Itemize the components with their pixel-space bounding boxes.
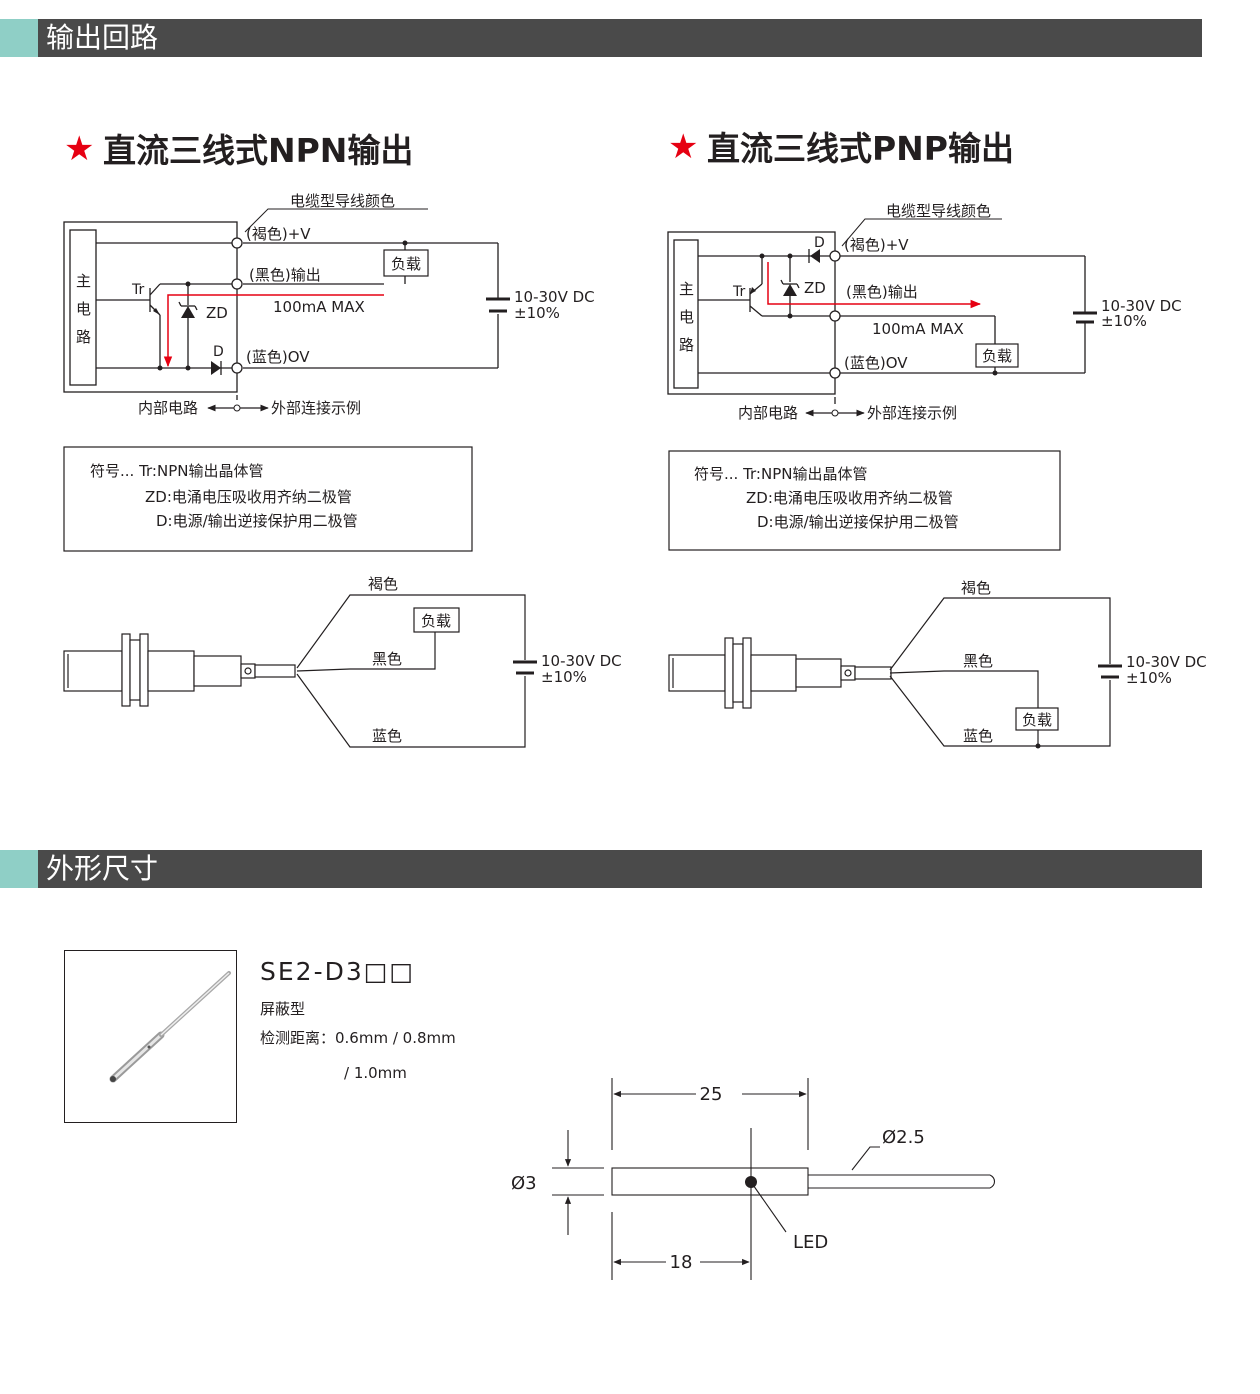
npn-current-arrow [163,294,384,368]
npn-tr-label: Tr [131,282,144,298]
pnp-brown-label: (褐色)+V [844,236,909,254]
pnp-cable-colors: 电缆型导线颜色 [886,202,991,220]
npn-wiring-brown: 褐色 [368,575,398,593]
pnp-main-2: 电 [679,308,694,326]
pnp-main-3: 路 [679,336,694,354]
pnp-wiring-load-box [1015,707,1059,731]
pnp-symbols [750,249,998,379]
product-distance-cont: / 1.0mm [344,1064,407,1082]
section-band [38,19,1202,57]
dimension-drawing [552,1078,996,1280]
section-accent [0,19,38,57]
product-model: SE2-D3□□ [260,957,415,986]
npn-sensor-drawing [63,633,296,707]
pnp-blue-label: (蓝色)OV [844,354,908,372]
pnp-label-leader [841,218,1002,247]
npn-wiring-tolerance: ±10% [541,668,587,686]
section-band [38,850,1202,888]
sensor-photo [109,971,231,1083]
pnp-tolerance: ±10% [1101,312,1147,330]
pnp-max-current: 100mA MAX [872,320,964,338]
section-title: 外形尺寸 [46,852,159,885]
npn-wiring-load-box [413,607,460,633]
npn-boundary-dot [233,404,241,412]
npn-main-3: 路 [76,328,91,346]
pnp-wiring-brown: 褐色 [961,579,991,597]
npn-internal-label: 内部电路 [138,399,198,417]
npn-brown-label: (褐色)+V [246,225,311,243]
npn-external-label: 外部连接示例 [271,399,361,417]
npn-d-label: D [213,344,224,360]
npn-wiring-supply: 10-30V DC [541,652,622,670]
dim-led-pos: 18 [670,1252,693,1273]
npn-load-label: 负载 [391,255,421,273]
pnp-title: 直流三线式PNP输出 [707,129,1014,168]
npn-supply: 10-30V DC [514,288,595,306]
pnp-boundary-dot [831,409,839,417]
npn-label-leader [244,208,428,233]
npn-tolerance: ±10% [514,304,560,322]
pnp-wiring-tolerance: ±10% [1126,669,1172,687]
pnp-wiring-black: 黑色 [963,652,993,670]
section-header-dimensions: 外形尺寸 [0,850,1202,888]
pnp-legend-box [668,450,1061,551]
pnp-internal-label: 内部电路 [738,404,798,422]
npn-load-box [383,249,429,277]
pnp-wiring-lines [889,597,1122,747]
npn-title: 直流三线式NPN输出 [103,131,413,170]
product-thumbnail [64,950,237,1123]
pnp-zd-label: ZD [804,279,826,297]
pnp-circuit [667,231,1097,404]
npn-circuit [63,221,510,400]
pnp-current-arrow [767,262,982,309]
star-icon: ★ [64,129,94,169]
npn-wiring-black: 黑色 [372,650,402,668]
npn-max-current: 100mA MAX [273,298,365,316]
npn-black-label: (黑色)输出 [249,266,321,284]
npn-cable-colors: 电缆型导线颜色 [290,192,395,210]
product-distance: 检测距离：0.6mm / 0.8mm [260,1029,456,1047]
pnp-wiring-load: 负载 [1022,711,1052,729]
star-icon: ★ [668,127,698,167]
npn-legend-box [63,446,473,552]
legend-zd: ZD:电涌电压吸收用齐纳二极管 [746,489,953,507]
legend-zd: ZD:电涌电压吸收用齐纳二极管 [145,488,352,506]
npn-wiring-blue: 蓝色 [372,727,402,745]
section-header-output: 输出回路 [0,19,1202,57]
npn-main-2: 电 [76,300,91,318]
legend-tr: 符号... Tr:NPN输出晶体管 [90,462,263,480]
pnp-d-label: D [814,235,825,251]
pnp-black-label: (黑色)输出 [846,283,918,301]
npn-wiring-lines [296,594,537,748]
npn-zd-label: ZD [206,304,228,322]
npn-main-1: 主 [76,272,91,290]
pnp-tr-label: Tr [732,284,745,300]
product-type: 屏蔽型 [260,1000,306,1018]
pnp-external-label: 外部连接示例 [867,404,957,422]
npn-symbols [153,237,408,375]
section-title: 输出回路 [46,21,159,54]
pnp-supply: 10-30V DC [1101,297,1182,315]
pnp-sensor-drawing [668,637,892,709]
led-dot [745,1176,757,1188]
pnp-load-box [975,343,1019,368]
pnp-main-1: 主 [679,280,694,298]
dim-body-dia: Ø3 [511,1173,537,1194]
section-accent [0,850,38,888]
legend-d: D:电源/输出逆接保护用二极管 [156,512,358,530]
dim-led-label: LED [793,1232,828,1253]
dim-length: 25 [700,1084,723,1105]
dim-cable-dia: Ø2.5 [882,1127,925,1148]
pnp-wiring-supply: 10-30V DC [1126,653,1207,671]
npn-blue-label: (蓝色)OV [246,348,310,366]
npn-wiring-load: 负载 [421,612,451,630]
pnp-wiring-node [1035,743,1041,749]
legend-tr: 符号... Tr:NPN输出晶体管 [694,465,867,483]
pnp-load-label: 负载 [982,347,1012,365]
legend-d: D:电源/输出逆接保护用二极管 [757,513,959,531]
pnp-wiring-blue: 蓝色 [963,727,993,745]
